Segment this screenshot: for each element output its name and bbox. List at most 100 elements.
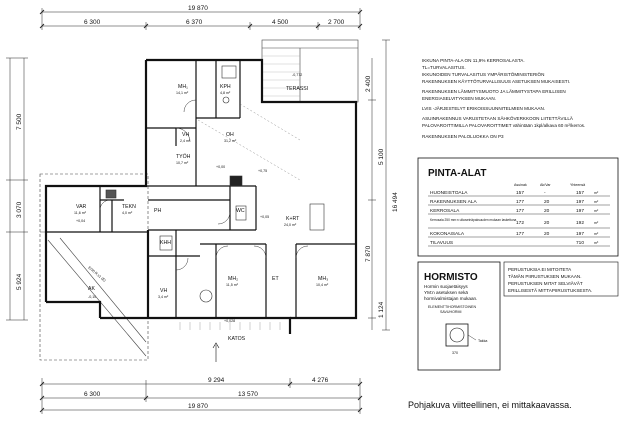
area-row-4-c: 192 xyxy=(576,220,584,226)
area-row-3-label: KERROSALA xyxy=(430,208,460,214)
hormisto-title: HORMISTO xyxy=(424,272,478,283)
area-row-5-a: 177 xyxy=(516,231,524,237)
dim-top-seg-3: 4 500 xyxy=(272,19,289,26)
level-mark-2: +0,75 xyxy=(258,169,267,173)
area-row-5-unit: m² xyxy=(594,232,599,236)
area-row-1-c: 157 xyxy=(576,190,584,196)
room-et-name: ET xyxy=(272,276,279,282)
plan-caption: Pohjakuva viitteellinen, ei mittakaavass… xyxy=(408,400,572,410)
dim-bottom-a2: 4 276 xyxy=(312,377,329,384)
room-vh2-area: 3,4 m² xyxy=(158,295,169,299)
room-vh1-area: 2,4 m² xyxy=(180,139,191,143)
dim-right-total: 16 494 xyxy=(392,192,399,212)
area-row-2-label: RAKENNUKSEN ALA xyxy=(430,199,477,205)
hormisto-box: HORMISTO Hormin suojaetäisyys YM:n asetu… xyxy=(417,261,501,371)
kitchen-island xyxy=(309,203,325,231)
foundation-note: PERUSTUKSIA EI MITOITETA TÄMÄN PIIRUSTUK… xyxy=(503,261,619,297)
room-krt-name: K+RT xyxy=(286,216,300,222)
area-row-1-label: HUONEISTOALA xyxy=(430,190,468,196)
dim-right-3: 7 870 xyxy=(365,245,372,262)
dim-bottom-a1: 9 294 xyxy=(208,377,225,384)
room-mh2-name: MH₂ xyxy=(228,276,238,282)
area-row-3-c: 197 xyxy=(576,208,584,214)
room-kph-name: KPH xyxy=(220,84,231,90)
dim-top-seg-1: 6 300 xyxy=(84,19,101,26)
note-line-2: TL=TURVALASITUS. xyxy=(422,65,466,70)
area-row-1-a: 157 xyxy=(516,190,524,196)
area-row-4-a: 172 xyxy=(516,220,524,226)
area-row-6-unit: m³ xyxy=(594,241,599,245)
hormisto-line-2: YM:n asetuksen sekä xyxy=(424,290,468,295)
area-table: PINTA-ALAT Asuinak Ak/Var Yhteensä HUONE… xyxy=(417,157,619,257)
area-table-title: PINTA-ALAT xyxy=(428,168,487,179)
hormisto-line-5: SAVUHORMI xyxy=(440,310,462,314)
foundation-line-3: PERUSTUKSEN MITAT SELVIÄVÄT xyxy=(508,280,583,286)
area-row-5-b: 20 xyxy=(544,231,550,237)
takka-label: Takka xyxy=(478,339,487,343)
level-mark-3: +0,04 xyxy=(76,219,85,223)
general-notes: IKKUNA PINTA-ALA ON 11,9% KERROSALASTA. … xyxy=(422,58,585,139)
room-krt-area: 24,0 m² xyxy=(284,223,297,227)
area-row-2-c: 197 xyxy=(576,199,584,205)
area-header-2: Ak/Var xyxy=(540,183,551,187)
room-tyoh-area: 10,7 m² xyxy=(176,161,189,165)
area-row-4-b: 20 xyxy=(544,220,550,226)
room-khh-name: KHH xyxy=(160,240,171,246)
chimney-symbol xyxy=(445,323,469,347)
foundation-line-2: TÄMÄN PIIRUSTUKSEN MUKAAN. xyxy=(508,273,582,279)
note-line-5: RAKENNUKSEN LÄMMITYSMUOTO JA LÄMMITYSTAP… xyxy=(422,88,566,94)
note-line-9: PALOVAROITTIMILLA PALOVAROITTIMET vähint… xyxy=(422,123,585,128)
dim-left-3: 5 924 xyxy=(16,273,23,290)
area-row-5-label: KOKONAISALA xyxy=(430,231,465,237)
room-ak-area: -0,10 xyxy=(88,295,96,299)
dim-bottom-total: 19 870 xyxy=(188,403,208,410)
room-mh2-area: 11,5 m² xyxy=(226,283,239,287)
level-mark-1: +0,00 xyxy=(216,165,225,169)
hormisto-line-1: Hormin suojaetäisyys xyxy=(424,284,468,289)
area-row-5-c: 197 xyxy=(576,231,584,237)
area-row-6-label: TILAVUUS xyxy=(430,240,453,246)
room-terassi-name: TERASSI xyxy=(286,86,308,92)
chimney-dim: 370 xyxy=(452,351,458,355)
note-line-8: ASUINRAKENNUS VARUSTETAAN SÄHKÖVERKKOON … xyxy=(422,115,574,121)
note-line-4: RAKENNUKSEN KÄYTTÖTURVALLISUUS ASETUKSEN… xyxy=(422,78,570,84)
room-kph-area: 4,8 m² xyxy=(220,91,231,95)
room-ph-name: PH xyxy=(154,208,161,214)
area-row-2-a: 177 xyxy=(516,199,524,205)
room-oh-area: 31,2 m² xyxy=(224,139,237,143)
dim-bottom-b2: 13 570 xyxy=(238,391,258,398)
area-row-4-label: Kerrosala 250 mm:n ulkoseinäpaksuuden mu… xyxy=(430,218,517,222)
room-mh3-area: 10,4 m² xyxy=(316,283,329,287)
area-row-4-unit: m² xyxy=(594,221,599,225)
room-tyoh-name: TYÖH xyxy=(176,153,191,160)
hormisto-line-4: ELEMENTTIHORMISTOINEN xyxy=(428,305,476,309)
note-line-1: IKKUNA PINTA-ALA ON 11,9% KERROSALASTA. xyxy=(422,58,525,63)
foundation-line-4: ERILLISESTÄ MITTAPIIRUSTUKSESTA. xyxy=(508,287,592,293)
area-row-3-unit: m² xyxy=(594,209,599,213)
area-row-1-b: - xyxy=(544,191,546,196)
note-line-7: LVIS -JÄRJESTELYT ERIKOISSUUNNITELMIEN M… xyxy=(422,105,545,111)
level-mark-4: +0,05 xyxy=(260,215,269,219)
dim-bottom-b1: 6 300 xyxy=(84,391,101,398)
room-mh1-area: 14,1 m² xyxy=(176,91,189,95)
dim-right-2: 5 100 xyxy=(378,148,385,165)
room-mh1-name: MH₁ xyxy=(178,84,188,90)
area-row-3-a: 177 xyxy=(516,208,524,214)
area-row-6-c: 710 xyxy=(576,240,584,246)
dim-top-seg-2: 6 370 xyxy=(186,19,203,26)
room-wc-name: WC xyxy=(236,208,245,214)
note-line-3: IKKUNOIDEN TURVALASITUS YMPÄRISTÖMINISTE… xyxy=(422,71,544,77)
level-mark-5: +0,028 xyxy=(224,319,235,323)
hormisto-line-3: hormivalmistajan mukaan. xyxy=(424,296,477,301)
area-header-1: Asuinak xyxy=(514,183,527,187)
area-row-3-b: 20 xyxy=(544,208,550,214)
note-line-6: ENERGIASELVITYKSEN MUKAAN. xyxy=(422,96,496,101)
room-mh3-name: MH₃ xyxy=(318,276,328,282)
area-row-2-unit: m² xyxy=(594,200,599,204)
fireplace-symbol xyxy=(229,175,243,187)
foundation-line-1: PERUSTUKSIA EI MITOITETA xyxy=(508,267,572,272)
room-oh-name: OH xyxy=(226,132,234,138)
area-header-3: Yhteensä xyxy=(570,183,585,187)
